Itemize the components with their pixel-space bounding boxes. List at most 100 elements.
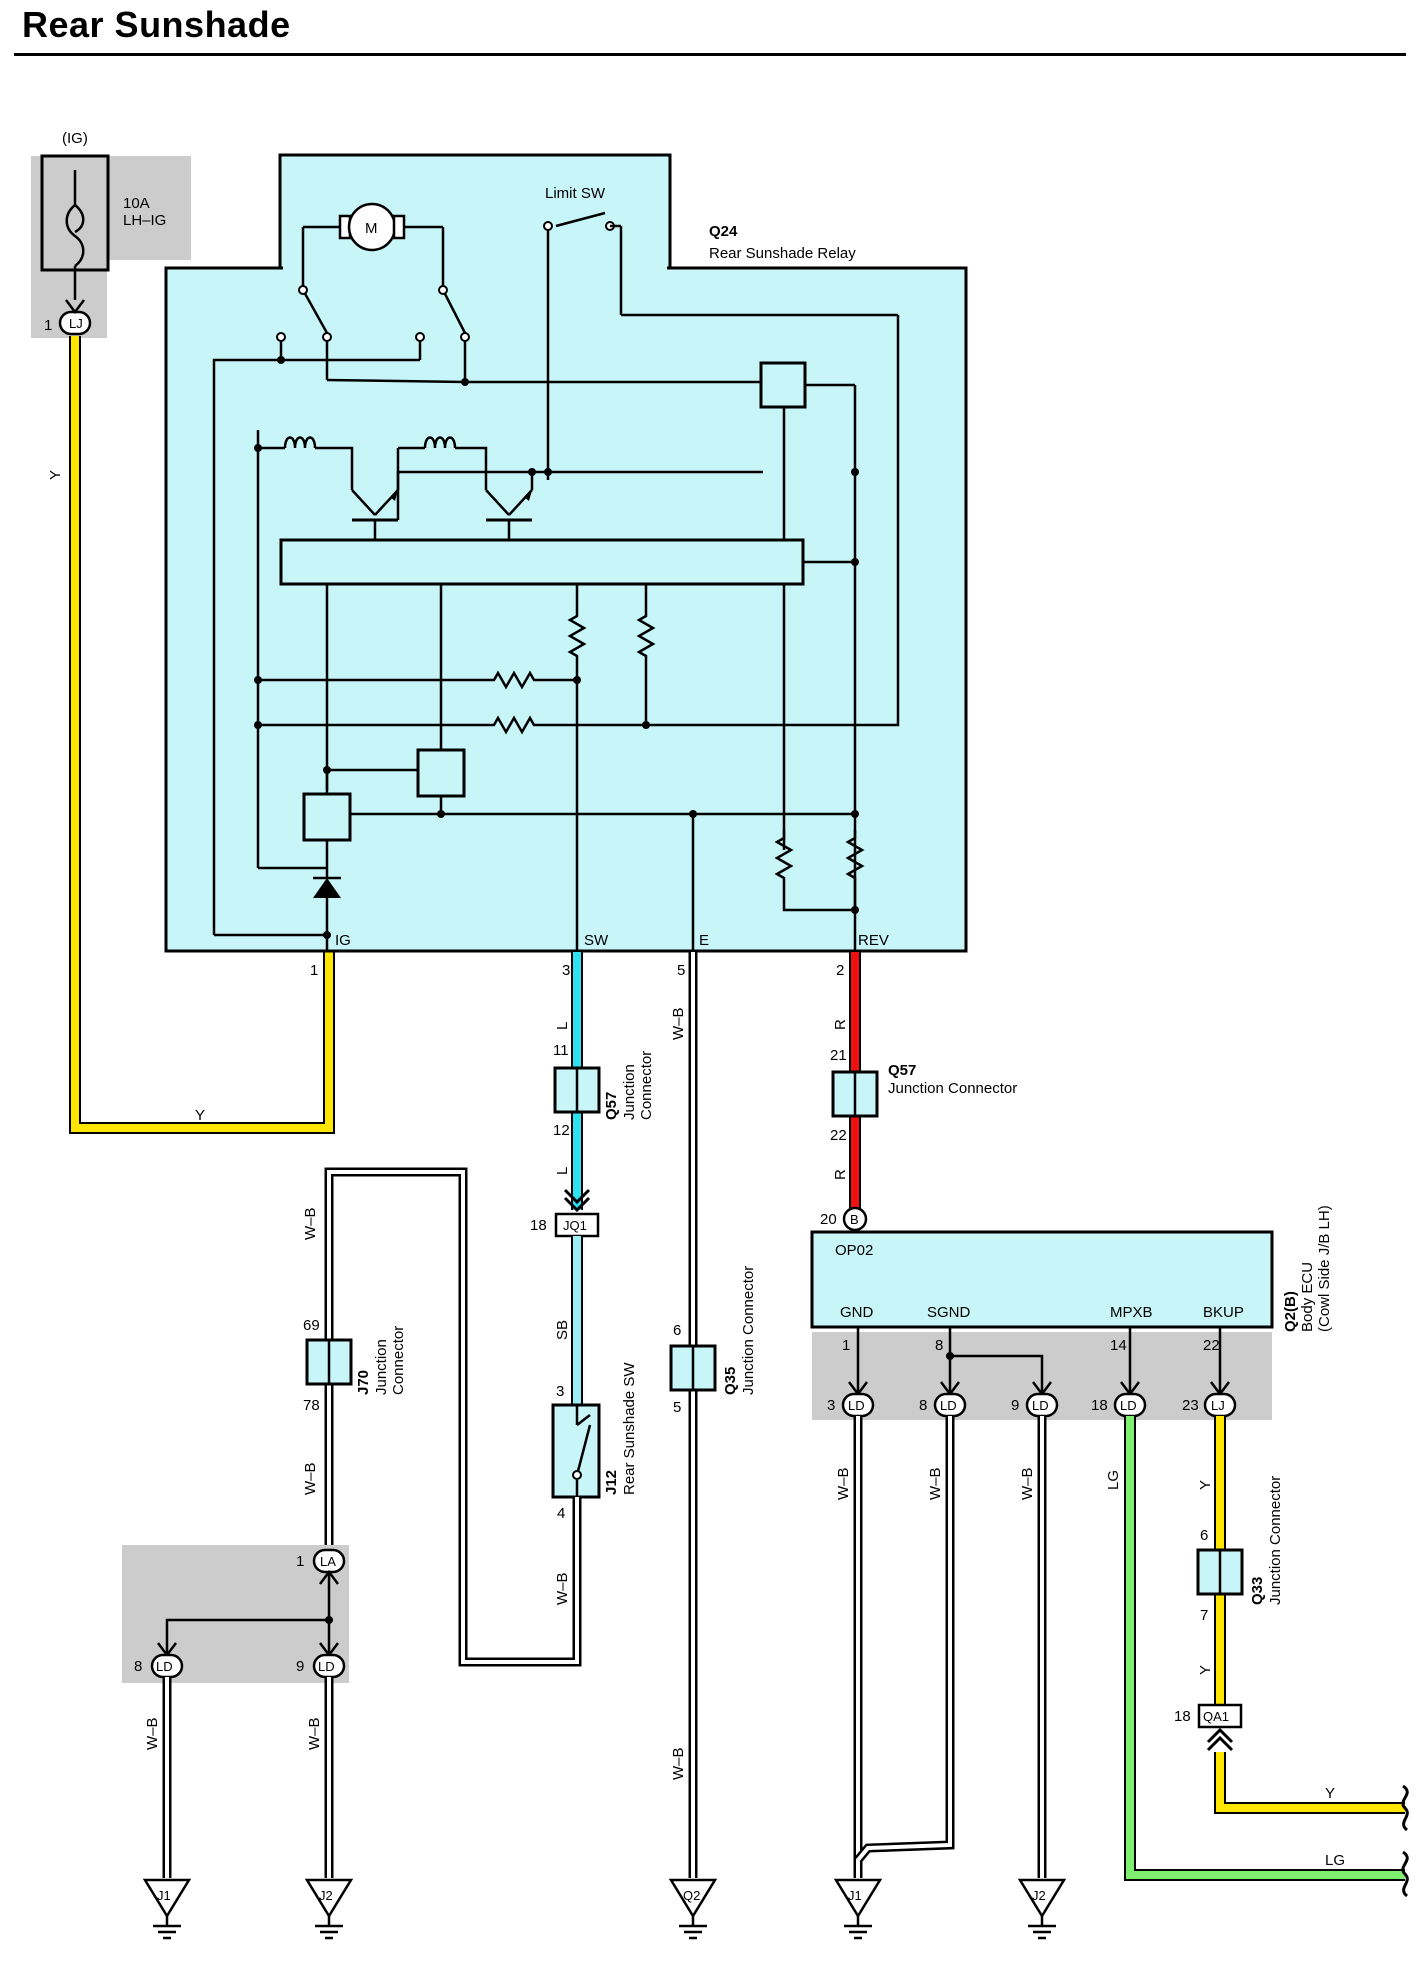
- q33-pin-in: 6: [1200, 1527, 1208, 1544]
- ground-j1-right: J1: [834, 1878, 882, 1940]
- j70-code: J70: [355, 1370, 372, 1395]
- transistors: [351, 468, 859, 540]
- ground-j2-right: J2: [1018, 1878, 1066, 1940]
- la-connector: LA: [320, 1554, 336, 1569]
- q57-rev-name: Junction Connector: [888, 1080, 1017, 1097]
- ecu-lower-conn-1: LD: [940, 1398, 957, 1413]
- wire-ecu-grounds: W–B W–B W–B: [688, 1416, 1047, 1878]
- wire-sw: L 11 12 Q57 Junction Connector L JQ1 18 …: [530, 952, 655, 1522]
- wire-l-label-1: L: [554, 1022, 571, 1030]
- j12-pin-in: 3: [556, 1383, 564, 1400]
- ld8-connector: LD: [156, 1659, 173, 1674]
- ecu-lower-conn-3: LD: [1120, 1398, 1137, 1413]
- j12-code: J12: [603, 1470, 620, 1495]
- q35-pin-in: 6: [673, 1322, 681, 1339]
- q33-code: Q33: [1249, 1577, 1266, 1605]
- pin-ig: 1: [310, 962, 318, 979]
- fuse-name-label: LH–IG: [123, 212, 166, 229]
- body-ecu: OP02 GND SGND MPXB BKUP Q2(B) Body ECU (…: [810, 1205, 1333, 1420]
- ground-label-3: J1: [848, 1888, 862, 1903]
- wire-l-label-2: L: [554, 1167, 571, 1175]
- j70-name: Junction: [373, 1339, 390, 1395]
- wire-lg: LG LG: [1105, 1416, 1409, 1898]
- wire-y-label-q33: Y: [1197, 1665, 1214, 1675]
- ecu-code: Q2(B): [1282, 1291, 1299, 1332]
- ecu-pin-sgnd: 8: [935, 1337, 943, 1354]
- q57-sw-code: Q57: [603, 1092, 620, 1120]
- wire-lg-label-2: LG: [1325, 1852, 1345, 1869]
- ld8-pin: 8: [134, 1658, 142, 1675]
- page-title: Rear Sunshade: [22, 4, 291, 45]
- qa1-connector: QA1: [1203, 1709, 1229, 1724]
- q33-pin-out: 7: [1200, 1607, 1208, 1624]
- ecu-input-pin: 20: [820, 1211, 837, 1228]
- q57-sw-name2: Connector: [638, 1051, 655, 1120]
- ecu-lower-conn-4: LJ: [1211, 1398, 1225, 1413]
- wire-wb-label-ld8: W–B: [144, 1717, 161, 1750]
- wire-y-label-2: Y: [195, 1107, 205, 1124]
- ecu-terminal-gnd: GND: [840, 1304, 874, 1321]
- wire-wb-label-j70-bot: W–B: [302, 1462, 319, 1495]
- title-rule: [14, 53, 1406, 56]
- ecu-pin-mpxb: 14: [1110, 1337, 1127, 1354]
- wire-wb-label-gnd: W–B: [835, 1467, 852, 1500]
- wire-y-label-1: Y: [47, 470, 64, 480]
- wire-sb-label: SB: [554, 1320, 571, 1340]
- wire-wb-label-e-low: W–B: [670, 1747, 687, 1780]
- relay-code: Q24: [709, 223, 738, 240]
- terminal-rev: REV: [858, 932, 889, 949]
- pin-rev: 2: [836, 962, 844, 979]
- rear-sunshade-relay: Q24 Rear Sunshade Relay M Limit SW: [164, 153, 968, 979]
- ecu-terminal-bkup: BKUP: [1203, 1304, 1244, 1321]
- fuse-supply-label: (IG): [62, 130, 88, 147]
- motor-symbol: M: [301, 202, 445, 290]
- q57-rev-pin-out: 22: [830, 1127, 847, 1144]
- wire-wb-label-sgnd2: W–B: [1019, 1467, 1036, 1500]
- relay-contacts: [212, 285, 900, 935]
- q35-name: Junction Connector: [740, 1266, 757, 1395]
- ecu-connector-code: OP02: [835, 1242, 873, 1259]
- ld9-pin: 9: [296, 1658, 304, 1675]
- terminal-ig: IG: [335, 932, 351, 949]
- ecu-input-connector: B: [850, 1212, 859, 1227]
- wire-lg-label-1: LG: [1105, 1470, 1122, 1490]
- left-junction-block: LA 1 LD LD 9 8: [122, 1545, 349, 1683]
- jq1-connector: JQ1: [563, 1218, 587, 1233]
- wire-wb-label-j70-top: W–B: [302, 1207, 319, 1240]
- q57-sw-pin-out: 12: [553, 1122, 570, 1139]
- j12-pin-out: 4: [557, 1505, 565, 1522]
- ecu-pin-bkup: 22: [1203, 1337, 1220, 1354]
- wire-wb-label-j12: W–B: [554, 1572, 571, 1605]
- wire-y-ig: Y Y: [47, 336, 335, 1134]
- la-pin: 1: [296, 1553, 304, 1570]
- q57-rev-pin-in: 21: [830, 1047, 847, 1064]
- ecu-terminal-mpxb: MPXB: [1110, 1304, 1153, 1321]
- pin-sw: 3: [562, 962, 570, 979]
- ground-label-4: J2: [1032, 1888, 1046, 1903]
- fuse-connector-label: LJ: [69, 316, 83, 331]
- q33-name: Junction Connector: [1267, 1476, 1284, 1605]
- ecu-name: Body ECU: [1299, 1262, 1316, 1332]
- j70-pin-out: 78: [303, 1397, 320, 1414]
- wire-wb-label-e: W–B: [670, 1007, 687, 1040]
- j70-pin-in: 69: [303, 1317, 320, 1334]
- ecu-lower-conn-0: LD: [848, 1398, 865, 1413]
- ecu-lower-conn-2: LD: [1032, 1398, 1049, 1413]
- ecu-lower-pin-1: 8: [919, 1397, 927, 1414]
- wire-wb-label-sgnd: W–B: [927, 1467, 944, 1500]
- wire-y-label-out: Y: [1325, 1785, 1335, 1802]
- fuse-rating-label: 10A: [123, 195, 150, 212]
- ground-label-2: Q2: [683, 1888, 700, 1903]
- j70-name2: Connector: [390, 1326, 407, 1395]
- ecu-lower-pin-0: 3: [827, 1397, 835, 1414]
- wire-r-label-2: R: [832, 1169, 849, 1180]
- terminal-sw: SW: [584, 932, 609, 949]
- motor-label: M: [365, 220, 378, 237]
- ecu-terminal-sgnd: SGND: [927, 1304, 971, 1321]
- fuse-pin-label: 1: [44, 317, 52, 334]
- ground-j1-left: J1: [143, 1878, 191, 1940]
- q35-code: Q35: [722, 1367, 739, 1395]
- ecu-pin-gnd: 1: [842, 1337, 850, 1354]
- ecu-location: (Cowl Side J/B LH): [1316, 1205, 1333, 1332]
